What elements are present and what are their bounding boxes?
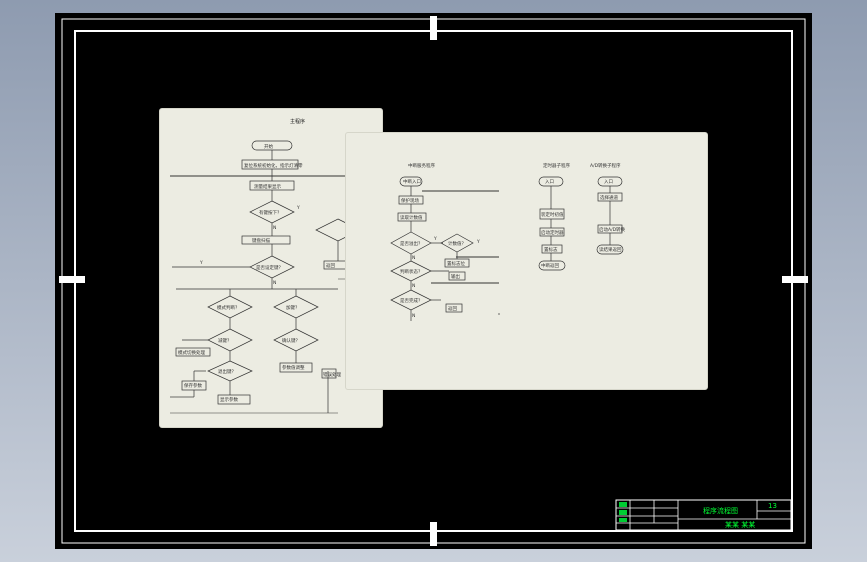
fc-r1-title: 中断服务程序	[408, 162, 435, 169]
fc-r2-run-node	[539, 227, 565, 237]
fc-set-label: 是否设定键？	[256, 264, 283, 271]
fc-r-no-1: N	[412, 255, 415, 261]
fc-save-label: 保存参数	[184, 382, 202, 389]
fc-exit-label: 退出键？	[218, 368, 236, 375]
fc-r2-ret-label: 中断返回	[541, 262, 559, 269]
fc-mode-node	[175, 347, 211, 357]
fc-r2-flag-label: 置标志	[544, 246, 558, 253]
fc-show-node	[217, 394, 251, 405]
fc-yes-1: Y	[296, 205, 300, 211]
title-block: 程序流程图 13 某某 某某	[615, 499, 792, 531]
fc-r-yes-2: Y	[476, 239, 480, 245]
fc-ret-label: 返回	[326, 262, 335, 269]
fc-r1-read-label: 读取计数值	[400, 214, 423, 221]
fc-display-label: 测量结果显示	[254, 183, 281, 190]
fc-show-label: 显示参数	[220, 396, 238, 403]
fc-r1-dec3-label: 是否完成？	[400, 297, 423, 304]
fc-mode-label: 模式判断？	[217, 304, 240, 311]
fc-r-yes-1: Y	[433, 236, 437, 242]
company-text: 某某 某某	[725, 521, 755, 529]
fc-r3-title: A/D转换子程序	[590, 162, 621, 169]
fc-r3-sel-label: 选择通道	[600, 194, 618, 201]
fc-r2-start-label: 入口	[545, 179, 554, 185]
fc-r1-dec2-label: 判断状态？	[400, 268, 423, 275]
fc-up-label: 加键？	[286, 304, 300, 311]
fc-adjust-node	[279, 362, 313, 373]
fc-r2-ret-node	[538, 260, 566, 271]
sheet-code: 13	[768, 502, 777, 510]
fc-key-label: 有键按下？	[259, 209, 282, 216]
drawing-title: 程序流程图	[703, 506, 738, 515]
fc-confirm-label: 确认键？	[282, 337, 300, 344]
fc-r1-read-node	[397, 212, 427, 222]
fc-r3-ret-label: 读结果返回	[599, 246, 622, 253]
fc-init-node	[241, 159, 299, 170]
fc-r1-set-label: 置标志位	[447, 260, 465, 267]
fc-r3-ret-node	[596, 244, 624, 255]
center-mark-right	[782, 276, 808, 283]
fc-keyscan-node	[241, 235, 291, 245]
center-mark-bottom	[430, 522, 437, 546]
fc-err-label: 错误处理	[323, 371, 341, 378]
fc-r-no-3: N	[412, 313, 415, 319]
fc-r1-out-label: 输出	[451, 273, 460, 280]
fc-r2-load-node	[539, 208, 565, 220]
fc-main-title: 主程序	[290, 118, 305, 125]
fc-r1-ret-label: 返回	[448, 305, 457, 312]
drawing-frame: 程序流程图 13 某某 某某	[59, 16, 808, 546]
fc-adjust-label: 参数值调整	[282, 364, 305, 371]
fc-r2-run-label: 启动定时器	[541, 229, 564, 236]
fc-r-no-2: N	[412, 283, 415, 289]
fc-err-node	[321, 368, 337, 379]
fc-r2-load-label: 装定时初值	[541, 211, 564, 218]
fc-r1-set-node	[444, 258, 470, 268]
fc-r2-title: 定时器子程序	[543, 162, 570, 169]
fc-r1-ret-node	[445, 303, 463, 313]
fc-yes-2: Y	[199, 260, 203, 266]
fc-r1-start-label: 中断入口	[403, 178, 421, 185]
center-mark-left	[59, 276, 85, 283]
fc-r2-flag-node	[541, 244, 563, 254]
fc-keyscan-label: 键盘扫描	[252, 237, 270, 244]
fc-no-2: N	[273, 280, 276, 286]
fc-r1-save-label: 保护现场	[401, 197, 419, 204]
fc-down-label: 减键？	[218, 337, 232, 344]
fc-r1-out-node	[448, 271, 466, 281]
sub-flowcharts: 中断服务程序 定时器子程序 A/D转换子程序 中断入口 保护现场 读取计数值 是…	[390, 162, 626, 321]
main-flowchart: 主程序 开始 复位系统初始化，指示灯清零 测量结果显示 有键按下？ 键盘扫描 是…	[170, 118, 374, 414]
fc-r3-start-label: 入口	[604, 179, 613, 185]
fc-no-1: N	[273, 225, 276, 231]
fc-start-label: 开始	[264, 143, 273, 150]
center-mark-top	[430, 16, 437, 40]
fc-r1-dec1-label: 是否溢出？	[400, 240, 423, 247]
fc-modeproc-label: 模式切换处理	[178, 349, 205, 356]
fc-init-label: 复位系统初始化，指示灯清零	[244, 162, 303, 169]
flowchart-panel-sub: 中断服务程序 定时器子程序 A/D转换子程序 中断入口 保护现场 读取计数值 是…	[345, 132, 708, 390]
fc-r3-conv-label: 启动A/D转换	[599, 226, 626, 233]
fc-r1-dec1b-label: 计数值？	[448, 240, 466, 247]
